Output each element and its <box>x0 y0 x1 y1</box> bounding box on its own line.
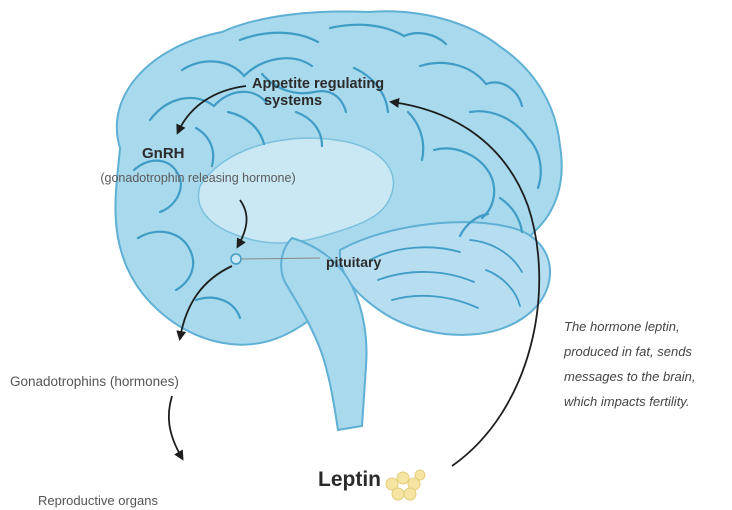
cerebellum <box>340 222 550 335</box>
reproductive-organs-label: Reproductive organs <box>38 492 158 509</box>
fat-cells-icon <box>386 470 425 500</box>
appetite-label-line2: systems <box>252 93 482 110</box>
leptin-label: Leptin <box>318 468 381 492</box>
caption-line: The hormone leptin, <box>564 314 732 339</box>
pituitary-gland <box>231 254 241 264</box>
appetite-regulating-systems-label: Appetite regulating systems <box>252 76 482 110</box>
gnrh-full-name-label: (gonadotrophin releasing hormone) <box>98 170 298 187</box>
gnrh-label: GnRH <box>142 146 185 162</box>
appetite-label-line1: Appetite regulating <box>252 76 482 93</box>
gonadotrophins-to-reproductive-arrow <box>169 396 182 458</box>
pituitary-label: pituitary <box>326 254 381 270</box>
caption-line: produced in fat, sends <box>564 339 732 364</box>
caption-line: which impacts fertility. <box>564 389 732 414</box>
gonadotrophins-label: Gonadotrophins (hormones) <box>10 373 179 390</box>
caption-line: messages to the brain, <box>564 364 732 389</box>
diagram-caption: The hormone leptin, produced in fat, sen… <box>564 314 732 414</box>
